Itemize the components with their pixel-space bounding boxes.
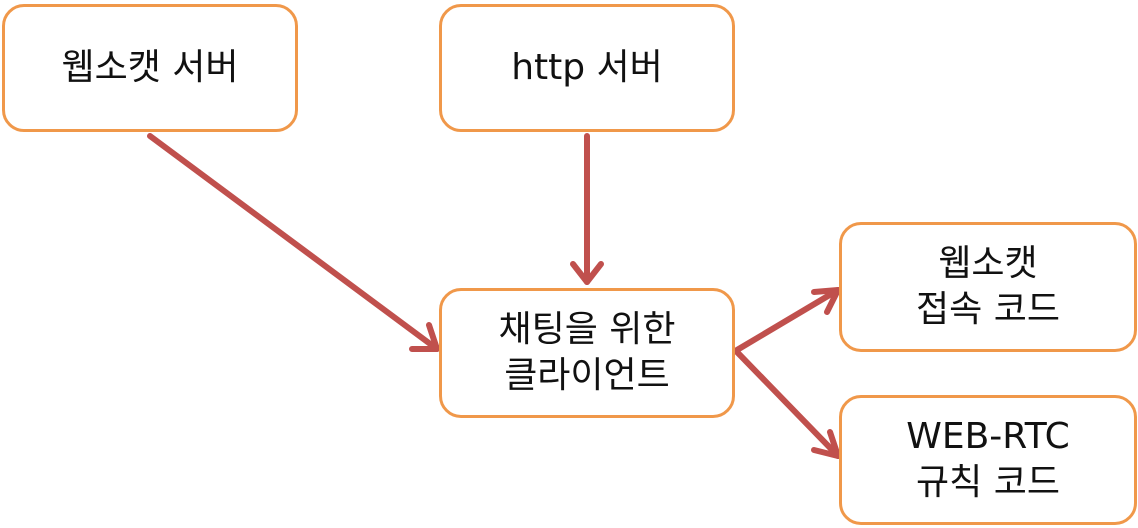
websocket-server-node: 웹소캣 서버 [2, 4, 298, 132]
arrow-client-to-webrtc [734, 349, 841, 459]
webrtc-code-node: WEB-RTC 규칙 코드 [839, 395, 1137, 525]
arrow-client-to-ws-code [734, 287, 841, 353]
websocket-connect-label-line1: 웹소캣 [938, 243, 1038, 284]
http-server-node: http 서버 [439, 4, 735, 132]
chat-client-label-line2: 클라이언트 [504, 355, 670, 396]
arrow-websocket-to-client [147, 133, 440, 352]
webrtc-label-line1: WEB-RTC [906, 416, 1070, 457]
webrtc-label-line2: 규칙 코드 [916, 462, 1060, 503]
chat-client-label-line1: 채팅을 위한 [498, 309, 676, 350]
arrow-http-to-client [570, 133, 604, 285]
chat-client-node: 채팅을 위한 클라이언트 [439, 288, 735, 418]
websocket-connect-label-line2: 접속 코드 [916, 289, 1060, 330]
websocket-connect-code-node: 웹소캣 접속 코드 [839, 222, 1137, 352]
websocket-server-label: 웹소캣 서버 [61, 47, 239, 88]
http-server-label: http 서버 [511, 47, 663, 88]
